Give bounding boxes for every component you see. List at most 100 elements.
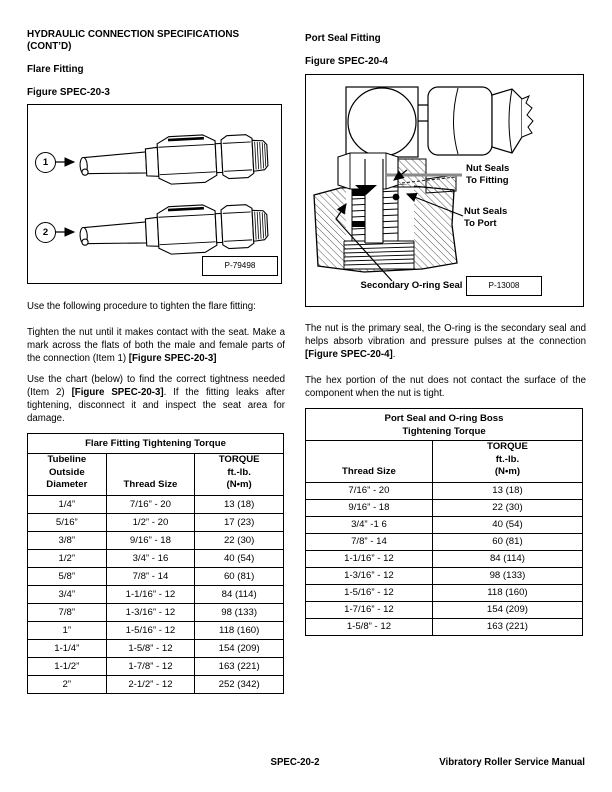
table-cell: 1-5/16” - 12 [105,620,196,640]
figure-caption-spec-20-3: Figure SPEC-20-3 [27,87,110,98]
table-cell: 2” [27,674,107,694]
subsection-title-flare: Flare Fitting [27,64,84,75]
paragraph-text: Tighten the nut until it makes contact w… [27,327,285,364]
table-cell: 1-3/16” - 12 [305,566,433,585]
table-cell: 40 (54) [431,515,584,534]
table-cell: 1-5/8” - 12 [305,617,433,636]
figure-reference: [Figure SPEC-20-3] [71,387,164,398]
paragraph-text: The nut is the primary seal, the O-ring … [305,323,586,347]
table-cell: 98 (133) [194,602,284,622]
table-cell: 5/8” [27,566,107,586]
paragraph-text: The hex portion of the nut does not cont… [305,375,586,399]
paragraph: Use the chart (below) to find the correc… [27,373,285,425]
table-cell: 13 (18) [431,481,584,500]
table-cell: 60 (81) [194,566,284,586]
table-title-row: Port Seal and O-ring Boss Tightening Tor… [305,408,583,441]
port-seal-arrow [405,193,464,217]
table-cell: 1-7/16” - 12 [305,600,433,619]
table-cell: 252 (342) [194,674,284,694]
port-seal-torque-table-wrap: Port Seal and O-ring Boss Tightening Tor… [305,408,584,636]
flare-seat [355,185,377,195]
table-cell: 7/8” [27,602,107,622]
paragraph: Use the following procedure to tighten t… [27,300,285,313]
label-nut-seals-to-port: Nut Seals To Port [464,206,508,229]
table-cell: 2-1/2” - 12 [105,674,196,694]
table-title: Port Seal and O-ring Boss Tightening Tor… [305,408,583,441]
flare-torque-table-wrap: Flare Fitting Tightening Torque Tubeline… [27,433,284,694]
table-cell: 84 (114) [194,584,284,604]
table-cell: 1/2” [27,548,107,568]
table-cell: 1-1/16” - 12 [105,584,196,604]
table-cell: 154 (209) [194,638,284,658]
callout-1: 1 [35,152,56,173]
callout-2: 2 [35,222,56,243]
table-cell: 1-5/8” - 12 [105,638,196,658]
paragraph: Tighten the nut until it makes contact w… [27,326,285,365]
photo-id-label: P-13008 [466,276,542,296]
table-cell: 9/16” - 18 [105,530,196,550]
elbow-body [345,86,534,158]
table-cell: 22 (30) [431,498,584,517]
table-cell: 154 (209) [431,600,584,619]
oring-seal-arrow [335,203,393,282]
footer-manual-title: Vibratory Roller Service Manual [439,757,585,768]
table-cell: 1-1/4” [27,638,107,658]
table-cell: 118 (160) [431,583,584,602]
port-seal-torque-table: Port Seal and O-ring Boss Tightening Tor… [305,408,584,636]
label-nut-seals-to-fitting: Nut Seals To Fitting [466,163,510,186]
column-header-thread-size: Thread Size [305,440,433,483]
table-cell: 1-3/16” - 12 [105,602,196,622]
paragraph-text: Use the chart (below) to find the correc… [27,374,285,398]
table-cell: 7/8” - 14 [305,532,433,551]
table-cell: 17 (23) [194,512,284,532]
table-cell: 1-5/16” - 12 [305,583,433,602]
column-header-torque: TORQUE ft.-lb. (N•m) [194,453,284,496]
photo-id-label: P-79498 [202,256,278,276]
label-secondary-oring-seal: Secondary O-ring Seal [360,280,463,291]
flare-fitting-item-1 [77,130,270,191]
table-title-row: Flare Fitting Tightening Torque [27,433,284,454]
table-cell: 7/16” - 20 [305,481,433,500]
footer-page-code: SPEC-20-2 [270,757,320,768]
table-cell: 7/8” - 14 [105,566,196,586]
flare-torque-table: Flare Fitting Tightening Torque Tubeline… [27,433,284,694]
figure-spec-20-3: 1 2 P-79498 [27,104,282,284]
o-ring-seal [392,193,400,201]
table-cell: 9/16” - 18 [305,498,433,517]
table-header-row: Tubeline Outside Diameter Thread Size TO… [27,453,284,496]
paragraph-text: Use the following procedure to tighten t… [27,301,256,312]
table-cell: 7/16” - 20 [105,494,196,514]
table-cell: 3/8” [27,530,107,550]
table-cell: 1/4” [27,494,107,514]
figure-reference: [Figure SPEC-20-4] [305,349,393,360]
flare-fitting-item-2 [77,200,270,261]
table-cell: 163 (221) [431,617,584,636]
subsection-title-port-seal: Port Seal Fitting [305,33,381,44]
table-cell: 13 (18) [194,494,284,514]
table-cell: 84 (114) [431,549,584,568]
table-cell: 118 (160) [194,620,284,640]
table-cell: 163 (221) [194,656,284,676]
table-cell: 1-1/16” - 12 [305,549,433,568]
figure-caption-spec-20-4: Figure SPEC-20-4 [305,56,388,67]
section-title: HYDRAULIC CONNECTION SPECIFICATIONS (CON… [27,29,240,52]
